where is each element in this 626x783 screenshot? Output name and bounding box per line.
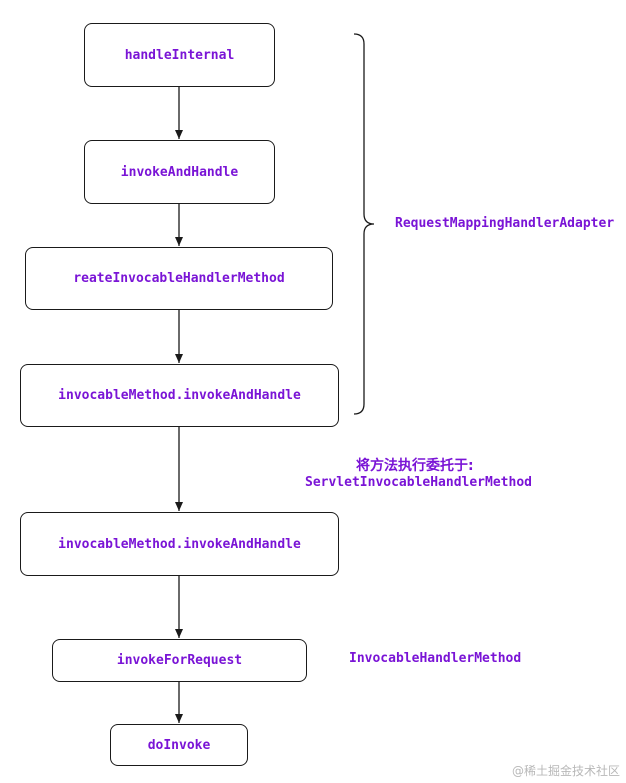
- annotation-delegate-line1: 将方法执行委托于:: [356, 458, 474, 474]
- node-invoke-and-handle: invokeAndHandle: [84, 140, 275, 204]
- annotation-request-mapping-handler-adapter: RequestMappingHandlerAdapter: [395, 216, 615, 231]
- annotation-delegate-line2: ServletInvocableHandlerMethod: [305, 475, 532, 490]
- node-invocable-method-invoke-and-handle-2: invocableMethod.invokeAndHandle: [20, 512, 339, 576]
- node-do-invoke: doInvoke: [110, 724, 248, 766]
- node-handle-internal: handleInternal: [84, 23, 275, 87]
- node-invoke-and-handle-label: invokeAndHandle: [120, 164, 239, 180]
- node-invoke-for-request-label: invokeForRequest: [116, 653, 243, 668]
- node-invoke-for-request: invokeForRequest: [52, 639, 307, 682]
- node-do-invoke-label: doInvoke: [147, 737, 211, 753]
- node-create-invocable-handler-method: reateInvocableHandlerMethod: [25, 247, 333, 310]
- watermark: @稀土掘金技术社区: [511, 764, 620, 778]
- node-invocable-method-invoke-and-handle-1: invocableMethod.invokeAndHandle: [20, 364, 339, 427]
- annotation-invocable-handler-method: InvocableHandlerMethod: [349, 651, 522, 666]
- node-create-invocable-label: reateInvocableHandlerMethod: [73, 271, 285, 286]
- node-invocable-invoke-1-label: invocableMethod.invokeAndHandle: [58, 388, 301, 403]
- node-handle-internal-label: handleInternal: [124, 47, 235, 63]
- adapter-group-brace: [353, 33, 375, 415]
- node-invocable-invoke-2-label: invocableMethod.invokeAndHandle: [58, 536, 301, 552]
